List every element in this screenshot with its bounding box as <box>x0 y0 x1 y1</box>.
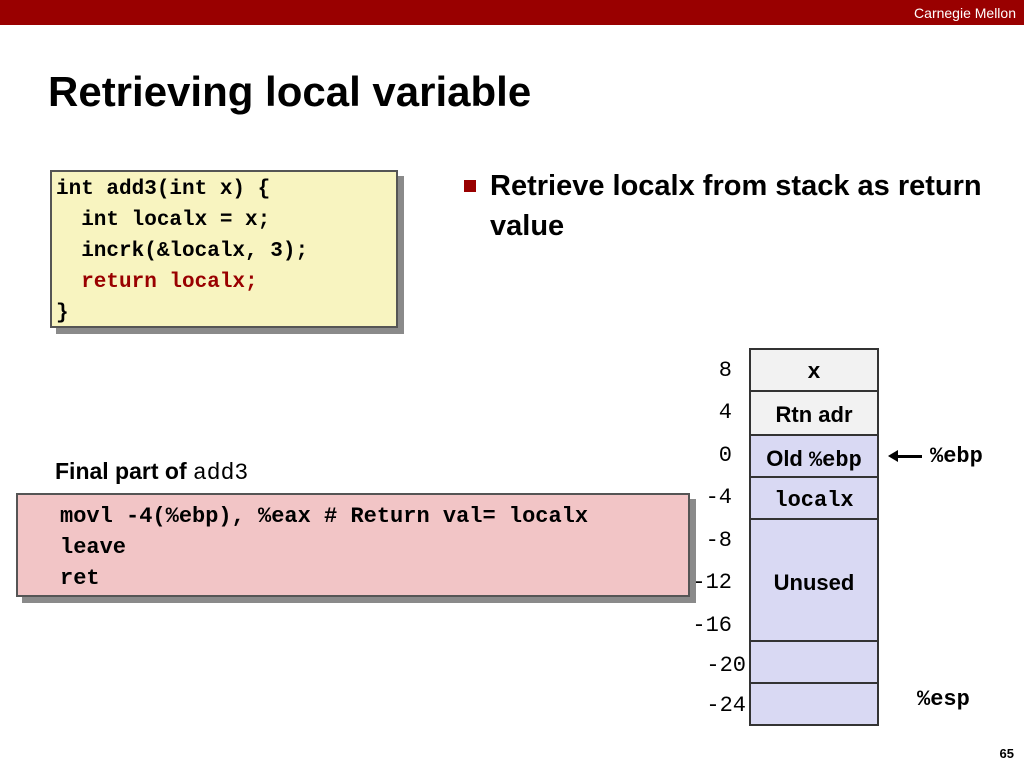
stack-cell-x: x <box>749 348 879 392</box>
header-bar: Carnegie Mellon <box>0 0 1024 25</box>
asm-line: leave <box>60 535 127 560</box>
asm-caption-code: add3 <box>193 460 249 486</box>
bullet-square-icon <box>464 180 476 192</box>
stack-cell-label: Unused <box>773 570 855 595</box>
stack-offset: -12 <box>692 570 732 595</box>
arrow-left-icon <box>888 450 922 462</box>
asm-caption-text: Final part of <box>55 458 193 484</box>
old-ebp-register: %ebp <box>808 448 862 473</box>
asm-caption: Final part of add3 <box>55 458 248 486</box>
stack-offset: 0 <box>718 443 732 468</box>
code-line-return: return localx; <box>56 271 258 294</box>
c-code-box: int add3(int x) { int localx = x; incrk(… <box>50 170 398 328</box>
stack-cell-label: x <box>807 360 821 385</box>
asm-line: movl -4(%ebp), %eax # Return val= localx <box>60 504 589 529</box>
stack-cell-empty <box>749 640 879 684</box>
stack-cell-label: localx <box>774 488 854 513</box>
asm-line: ret <box>60 566 100 591</box>
stack-offset: -4 <box>705 485 732 510</box>
stack-cell-label: Old %ebp <box>751 446 877 473</box>
stack-cell-return-address: Rtn adr <box>749 392 879 436</box>
asm-code-box: movl -4(%ebp), %eax # Return val= localx… <box>16 493 690 597</box>
code-line: int localx = x; <box>56 209 271 232</box>
bullet-text: Retrieve localx from stack as return val… <box>490 170 982 242</box>
stack-offset: -24 <box>706 693 746 718</box>
stack-offset: -8 <box>705 528 732 553</box>
stack-offset: -20 <box>706 653 746 678</box>
stack-cell-label: Rtn adr <box>775 402 853 427</box>
stack-cell-old-ebp: Old %ebp <box>749 434 879 478</box>
esp-register-label: %esp <box>917 687 970 712</box>
slide-title: Retrieving local variable <box>48 68 532 115</box>
brand-label: Carnegie Mellon <box>914 5 1016 21</box>
stack-offset: -16 <box>692 613 732 638</box>
code-line: incrk(&localx, 3); <box>56 240 309 263</box>
stack-cell-empty <box>749 682 879 726</box>
old-ebp-prefix: Old <box>766 446 809 471</box>
code-line: int add3(int x) { <box>56 178 271 201</box>
page-number: 65 <box>999 746 1014 761</box>
stack-offset: 4 <box>718 400 732 425</box>
stack-offset: 8 <box>718 358 732 383</box>
stack-cell-unused: Unused <box>749 518 879 642</box>
stack-cell-localx: localx <box>749 476 879 520</box>
code-line: } <box>56 302 69 325</box>
ebp-register-label: %ebp <box>930 444 983 469</box>
